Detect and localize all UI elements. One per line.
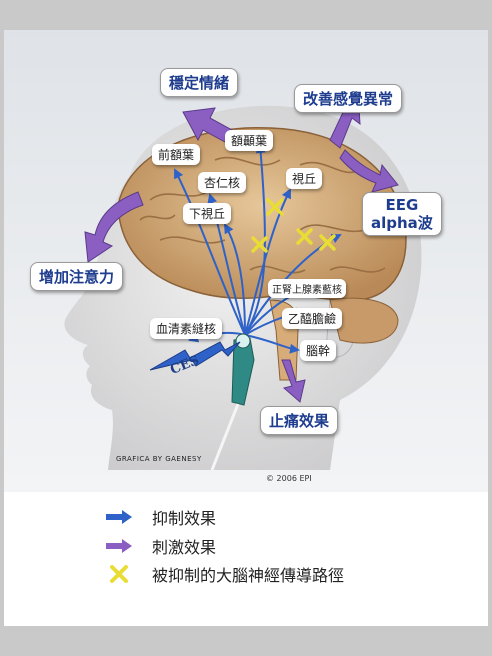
label-brainstem: 腦幹 [300,340,337,361]
label-pain-relief: 止痛效果 [260,406,339,435]
eeg-line-1: EEG [385,196,419,214]
copyright-text: © 2006 EPI [266,474,312,483]
eeg-line-2: alpha波 [371,214,433,232]
label-thalamus: 視丘 [286,168,323,189]
label-stabilize-emotion: 穩定情緒 [160,68,239,97]
arrow-to-pain [281,359,306,403]
brain [117,127,407,302]
label-increase-attention: 增加注意力 [30,262,124,291]
blue-arrow-icon [106,510,132,524]
legend-item-blocked: 被抑制的大腦神經傳導路徑 [104,562,344,586]
purple-arrow-icon [106,539,132,553]
yellow-x-icon [110,565,128,583]
label-hypothalamus: 下視丘 [183,203,232,224]
ces-electrode [210,333,255,471]
legend-label: 刺激效果 [152,538,217,557]
label-raphe: 血清素縫核 [150,318,223,339]
blocked-pathway-markers [251,198,336,253]
cerebellum [329,297,399,344]
top-gray-bar [0,0,492,30]
legend-item-stimulate: 刺激效果 [104,534,216,558]
label-improve-sensory: 改善感覺異常 [294,84,403,113]
brain-folds [139,156,386,274]
label-frontal-lobe: 額顳葉 [225,130,274,151]
graphic-credit: GRAFICA BY GAENESY [116,455,202,463]
legend-label: 被抑制的大腦神經傳導路徑 [152,566,345,585]
legend-label: 抑制效果 [152,509,217,528]
bottom-gray-bar [0,626,492,656]
label-prefrontal-lobe: 前額葉 [152,144,201,165]
label-amygdala: 杏仁核 [198,172,247,193]
copyright-value: 2006 EPI [276,474,312,483]
legend-item-inhibit: 抑制效果 [104,505,216,529]
label-eeg-alpha: EEG alpha波 [362,192,442,236]
label-acetylcholine: 乙醯膽鹼 [282,308,343,329]
ces-lightning-icon [149,341,241,371]
arrow-to-emotion [182,107,233,143]
label-paraventricular: 正腎上腺素藍核 [268,279,346,298]
arrow-to-eeg [339,149,399,193]
